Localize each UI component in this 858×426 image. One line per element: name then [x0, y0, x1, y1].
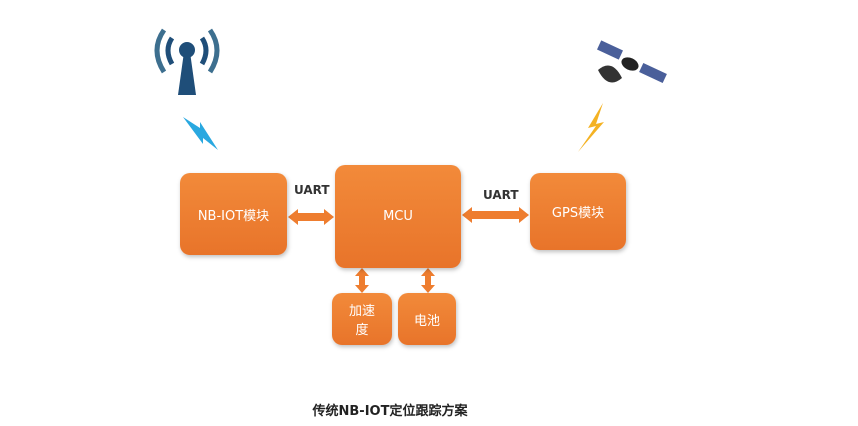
mcu-block: MCU	[335, 165, 461, 268]
satellite-icon	[597, 40, 667, 84]
yellow-lightning-icon	[578, 103, 604, 152]
accelerometer-block: 加速度	[332, 293, 392, 345]
uart-label-right: UART	[483, 188, 519, 202]
uart-arrows	[288, 207, 529, 293]
blue-lightning-icon	[183, 117, 218, 150]
diagram-caption: 传统NB-IOT定位跟踪方案	[312, 404, 468, 419]
antenna-icon	[154, 28, 220, 95]
battery-block: 电池	[398, 293, 456, 345]
gps-module-block: GPS模块	[530, 173, 626, 250]
uart-label-left: UART	[294, 183, 330, 197]
nbiot-module-block: NB-IOT模块	[180, 173, 287, 255]
